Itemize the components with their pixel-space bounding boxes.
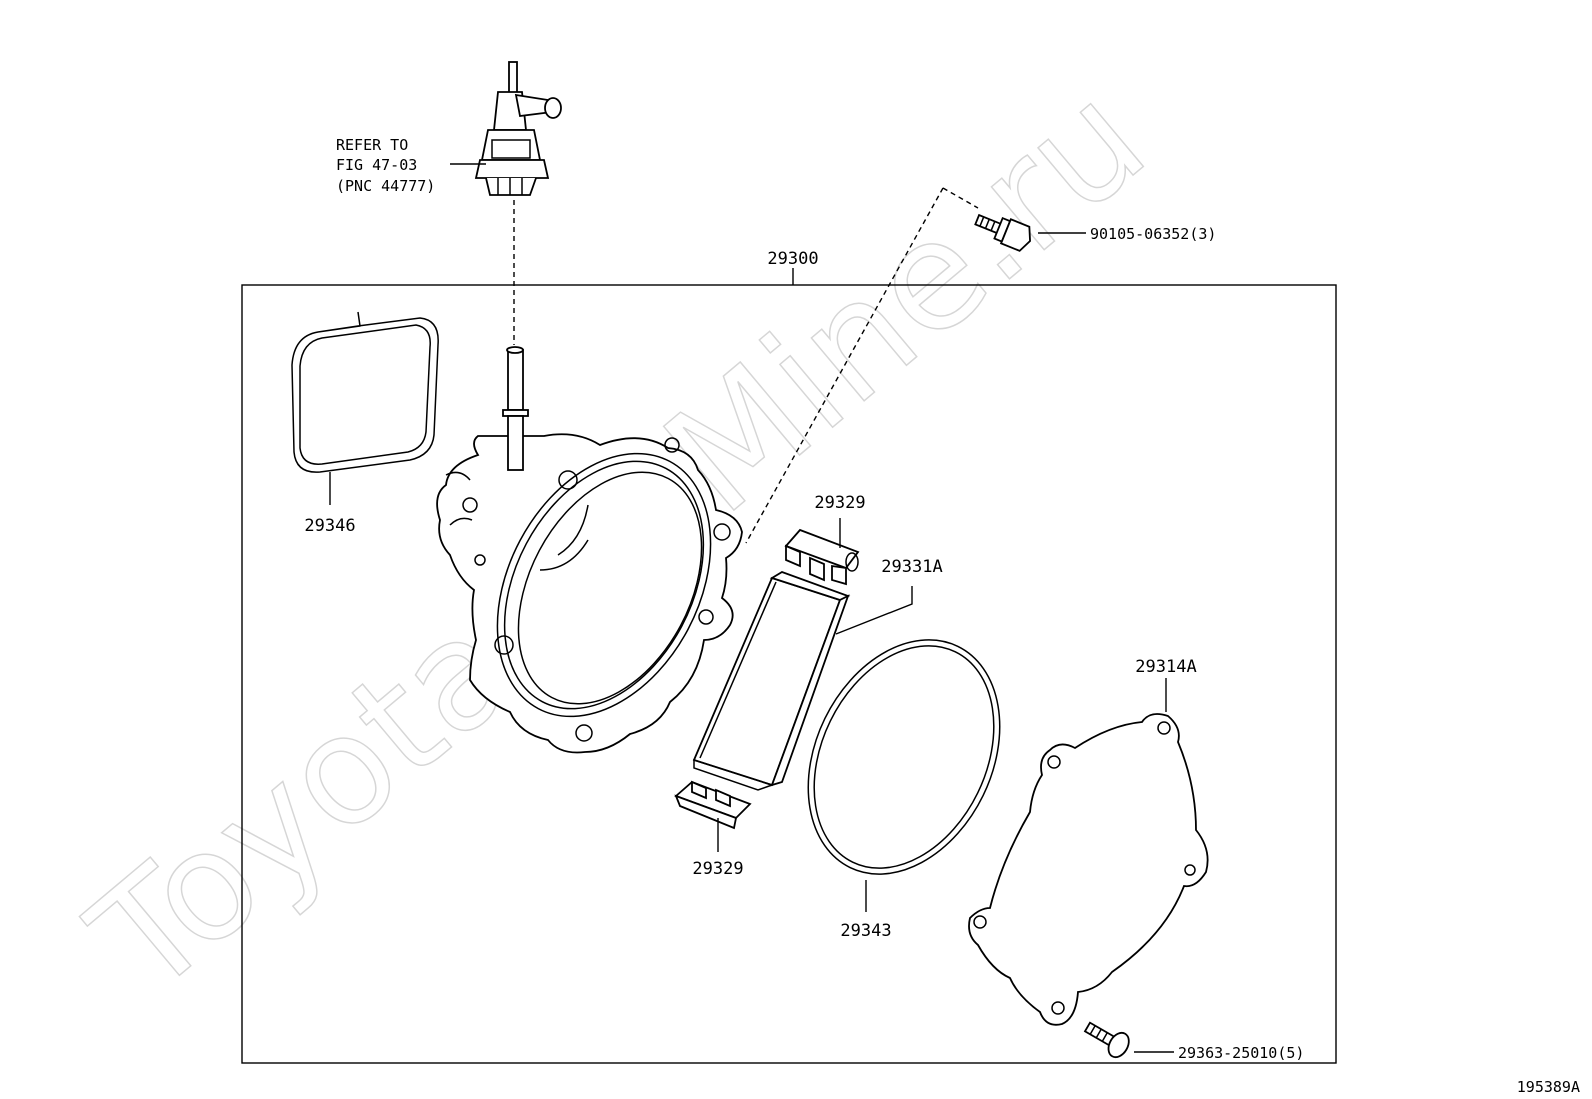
cover-plate [968, 713, 1209, 1026]
bolt-dashed-2 [745, 187, 944, 544]
vane [692, 571, 851, 791]
pump-housing [436, 346, 743, 754]
vane-callout: 29331A [881, 557, 942, 577]
reference-line-3: (PNC 44777) [336, 177, 435, 195]
screw-bottom-callout: 29363-25010(5) [1178, 1044, 1304, 1062]
bolt-top [974, 213, 1031, 252]
bolt-top-callout: 90105-06352(3) [1090, 225, 1216, 243]
gasket-left [291, 311, 439, 473]
plate-top-callout: 29329 [814, 493, 865, 513]
vane-leader [835, 586, 913, 635]
check-valve-reference [474, 61, 562, 196]
o-ring-callout: 29343 [840, 921, 891, 941]
assembly-frame [241, 284, 1337, 1064]
cover-callout: 29314A [1135, 657, 1196, 677]
gasket-left-callout: 29346 [304, 516, 355, 536]
plate-bottom-callout: 29329 [692, 859, 743, 879]
plate-top [784, 528, 860, 586]
reference-line-1: REFER TO [336, 136, 408, 154]
reference-line-2: FIG 47-03 [336, 156, 417, 174]
screw-bottom [1083, 1021, 1130, 1059]
plate-bottom [674, 780, 752, 830]
bolt-dashed-1 [942, 187, 979, 209]
assembly-number: 29300 [767, 249, 818, 269]
figure-id: 195389A [1517, 1078, 1580, 1096]
o-ring [807, 639, 1001, 875]
